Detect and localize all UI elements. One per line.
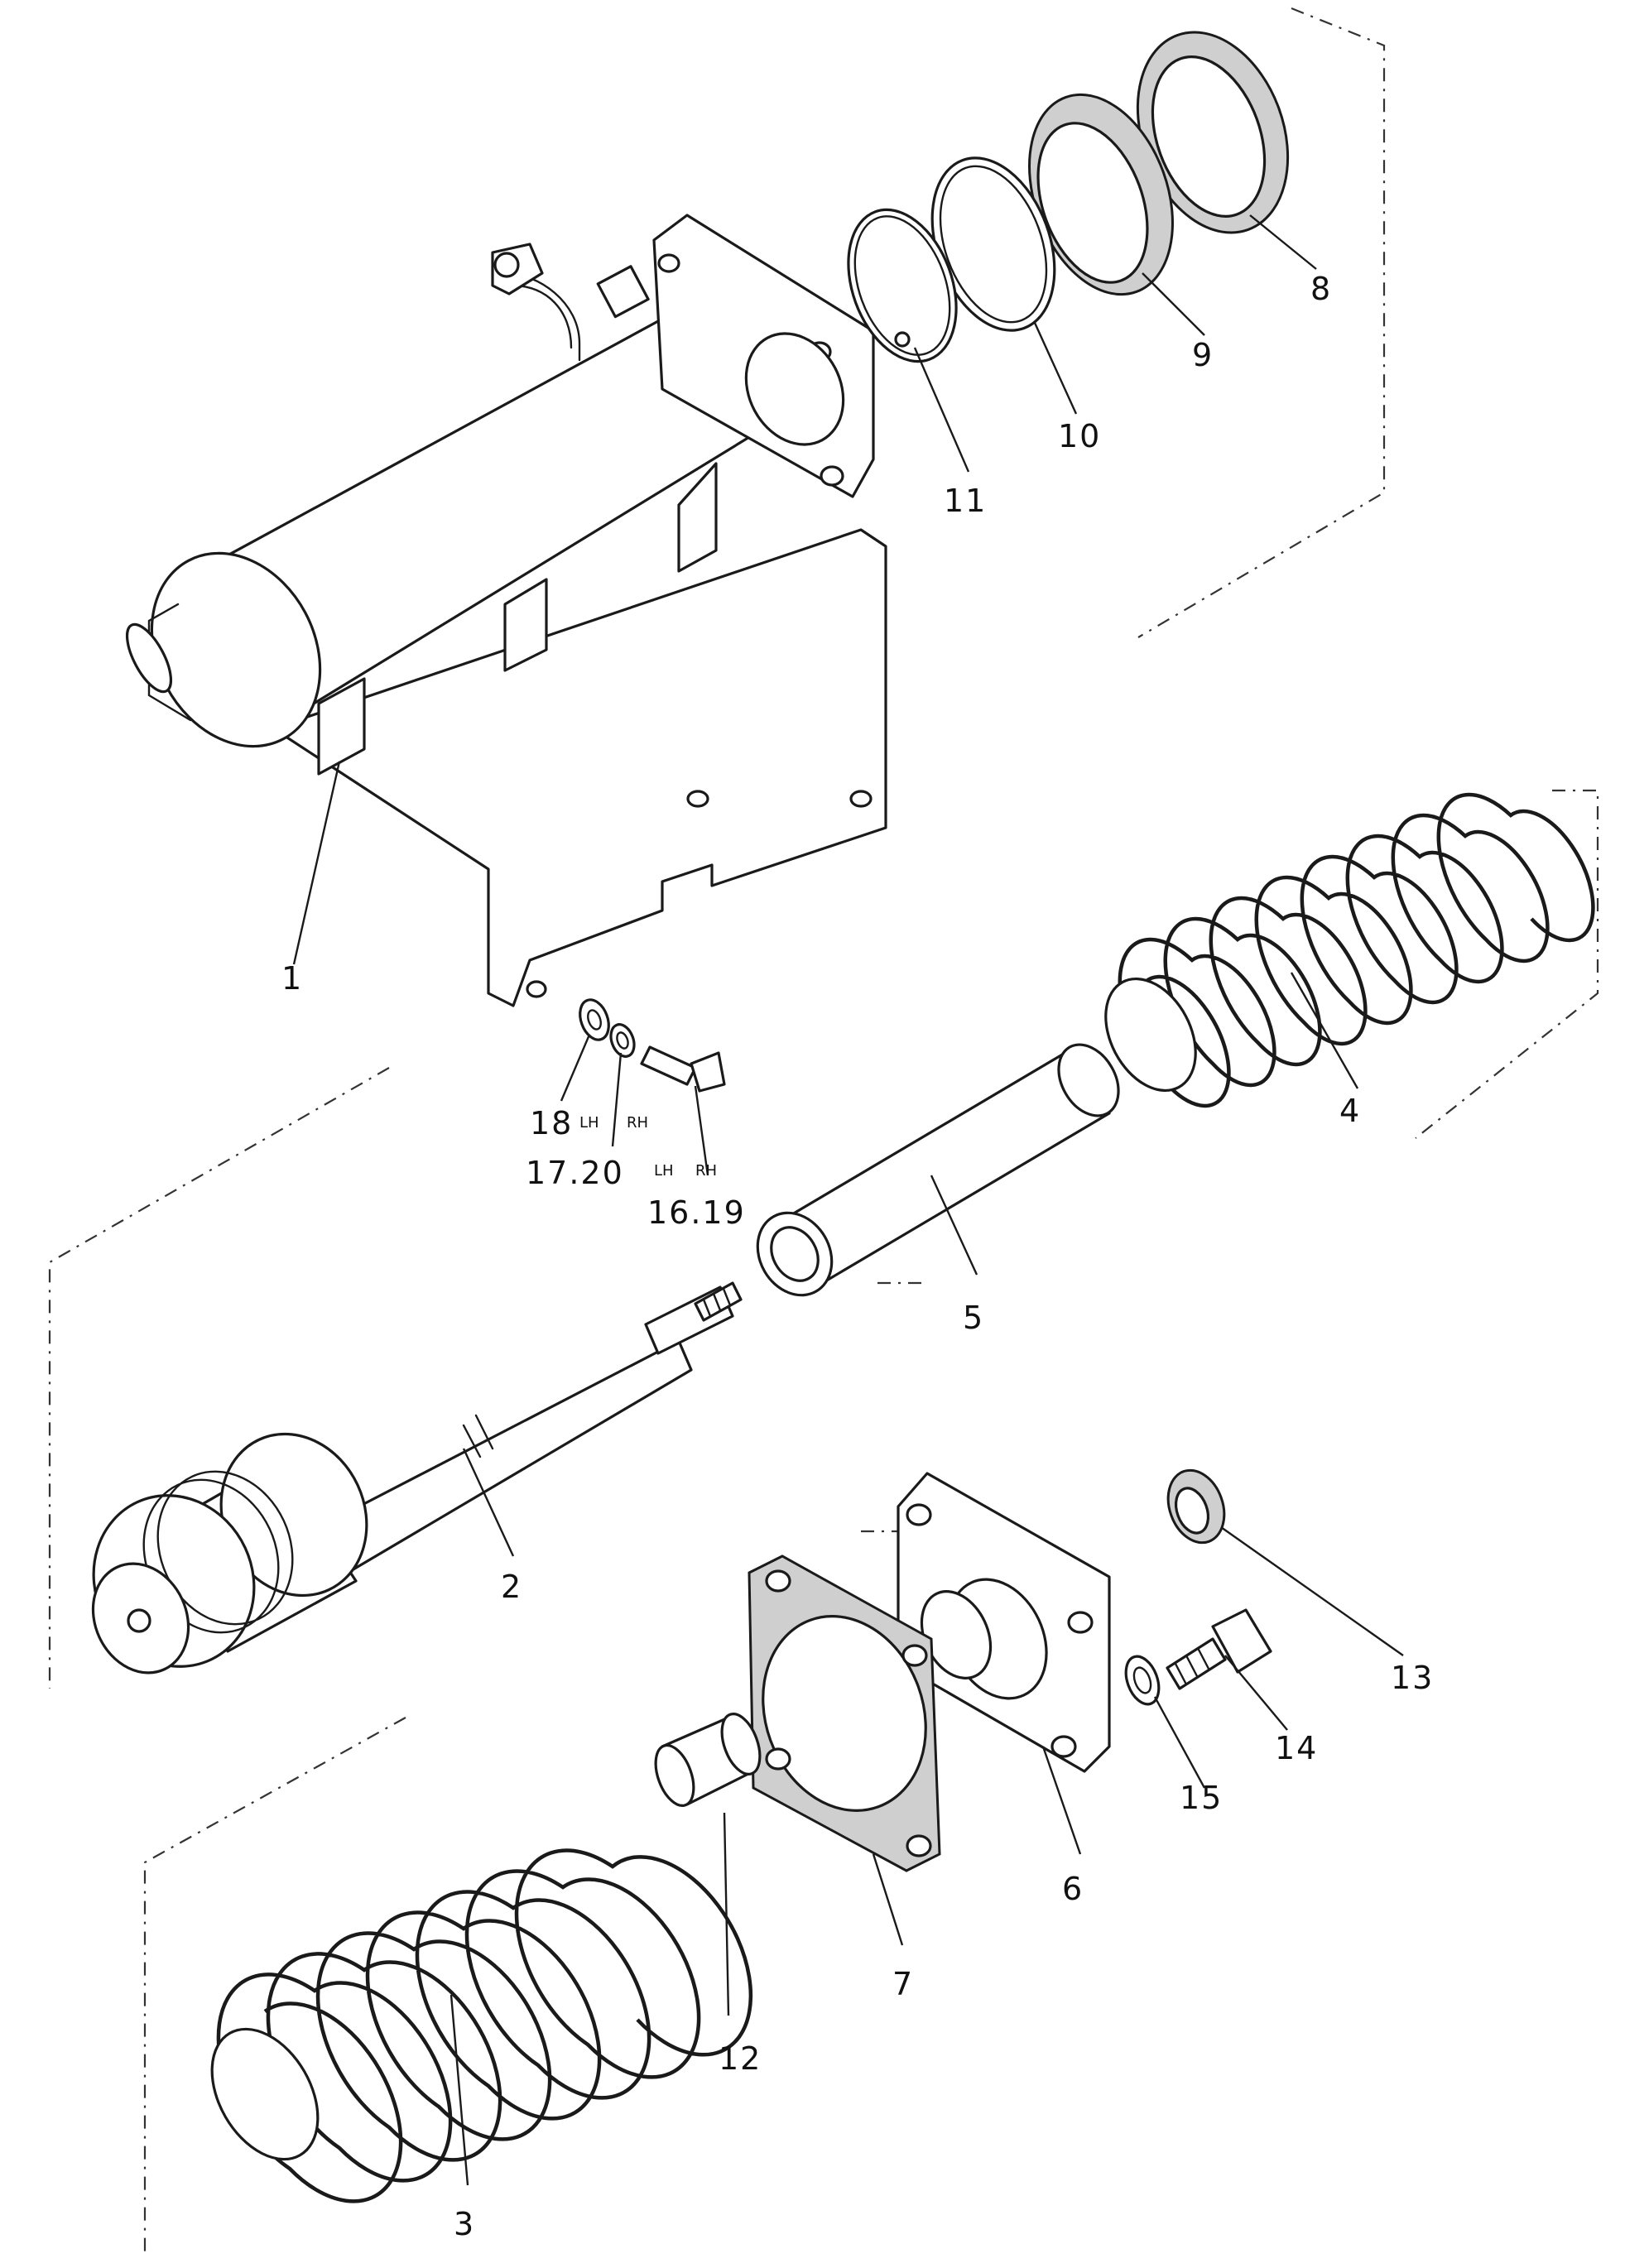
callout-14: 14 <box>1275 1730 1318 1766</box>
callout-9: 9 <box>1192 337 1214 373</box>
side-mark-rh-a: RH <box>627 1114 648 1132</box>
callout-15: 15 <box>1180 1780 1223 1816</box>
part-12-bushing <box>654 1713 762 1807</box>
part-13-seal <box>1166 1468 1226 1545</box>
callout-1: 1 <box>281 960 303 997</box>
callout-2: 2 <box>501 1569 522 1605</box>
side-mark-lh-b: LH <box>654 1162 674 1180</box>
callout-13: 13 <box>1391 1660 1434 1696</box>
part-17-20-lock-washer <box>609 1023 636 1058</box>
callout-3: 3 <box>454 2206 475 2242</box>
callout-10: 10 <box>1058 418 1101 454</box>
callout-6: 6 <box>1062 1871 1084 1907</box>
part-18-washer <box>579 998 610 1041</box>
part-2-piston-rod <box>91 1281 743 1675</box>
part-4-small-spring <box>1104 792 1595 1108</box>
part-8-ring <box>1136 31 1290 234</box>
part-14-bolt <box>1166 1608 1272 1690</box>
part-15-washer <box>1124 1655 1161 1706</box>
part-1-cylinder-housing <box>125 214 887 1007</box>
part-6-flange-cover <box>897 1472 1111 1773</box>
callout-4: 4 <box>1339 1093 1361 1129</box>
part-9-seal <box>1028 93 1174 296</box>
side-mark-rh-b: RH <box>695 1162 717 1180</box>
callout-12: 12 <box>719 2040 762 2077</box>
callout-labels: 1 2 3 4 5 6 7 8 9 10 11 12 13 14 15 18 L… <box>281 271 1434 2242</box>
side-mark-lh-a: LH <box>579 1114 599 1132</box>
callout-8: 8 <box>1310 271 1332 307</box>
group-boundaries <box>48 7 1599 2251</box>
part-3-large-spring <box>210 1848 753 2203</box>
part-7-gasket <box>748 1554 941 1872</box>
callout-5: 5 <box>963 1300 984 1336</box>
callout-17-20: 17.20 <box>526 1155 624 1191</box>
callout-7: 7 <box>892 1966 914 2002</box>
leader-lines <box>292 214 1404 2186</box>
callout-18: 18 <box>530 1105 573 1141</box>
part-11-snap-ring <box>847 208 958 363</box>
callout-16-19: 16.19 <box>647 1194 746 1231</box>
part-5-tube <box>756 1043 1120 1297</box>
callout-11: 11 <box>944 483 987 519</box>
part-16-19-bolt <box>640 1045 726 1093</box>
